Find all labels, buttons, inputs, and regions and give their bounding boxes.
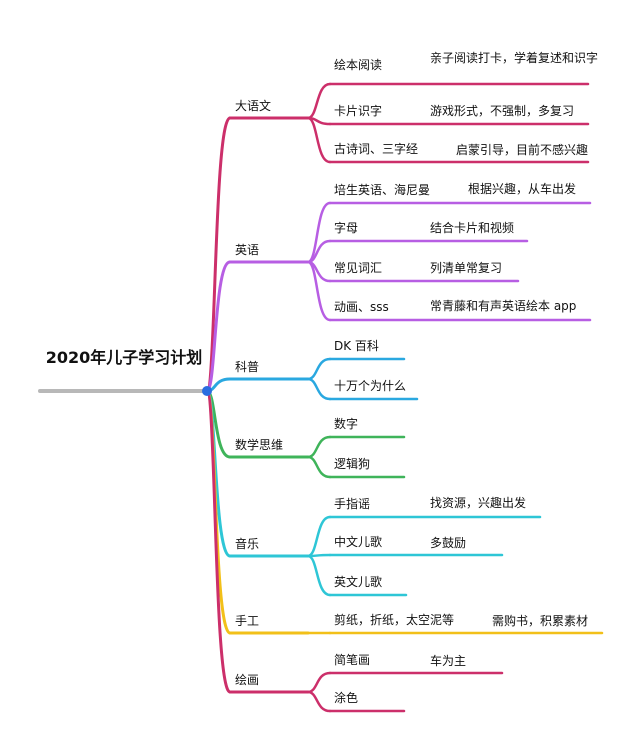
child-note-english-0: 根据兴趣，从车出发 [468, 182, 577, 196]
child-curve-math-1 [306, 455, 332, 479]
child-note-drawing-0: 车为主 [430, 654, 467, 668]
child-note-craft-0: 需购书，积累素材 [492, 614, 589, 628]
child-note-chinese-1: 游戏形式，不强制，多复习 [430, 104, 575, 118]
child-label-drawing-1: 涂色 [334, 691, 359, 705]
child-note-music-0: 找资源，兴趣出发 [430, 496, 527, 510]
branch-curve-chinese [205, 116, 232, 393]
child-curve-science-1 [306, 377, 332, 401]
branch-curve-english [205, 260, 232, 393]
child-curve-music-0 [306, 515, 332, 558]
branch-label-craft: 手工 [235, 614, 260, 628]
child-label-english-1: 字母 [334, 221, 359, 235]
child-curve-drawing-1 [306, 690, 332, 713]
child-label-drawing-0: 简笔画 [334, 653, 371, 667]
root-title: 2020年儿子学习计划 [45, 348, 203, 367]
hub-dot [202, 386, 212, 396]
child-note-english-3: 常青藤和有声英语绘本 app [430, 299, 577, 313]
branch-label-music: 音乐 [235, 537, 260, 551]
child-note-chinese-2: 启蒙引导，目前不感兴趣 [456, 143, 589, 157]
child-curve-drawing-0 [306, 671, 332, 694]
child-curve-music-2 [306, 554, 332, 597]
branch-curve-drawing [205, 389, 232, 694]
child-curve-english-0 [306, 201, 332, 264]
child-label-music-2: 英文儿歌 [334, 575, 383, 589]
child-curve-music-1 [306, 553, 332, 558]
branch-label-english: 英语 [235, 243, 260, 257]
child-label-science-0: DK 百科 [334, 339, 379, 353]
child-label-science-1: 十万个为什么 [334, 379, 407, 393]
child-curve-english-3 [306, 260, 332, 322]
child-label-craft-0: 剪纸，折纸，太空泥等 [334, 613, 455, 627]
child-label-math-0: 数字 [334, 417, 359, 431]
child-label-english-2: 常见词汇 [334, 261, 383, 275]
child-note-english-2: 列清单常复习 [430, 261, 503, 275]
child-label-music-1: 中文儿歌 [334, 535, 383, 549]
child-note-english-1: 结合卡片和视频 [430, 221, 515, 235]
child-label-english-3: 动画、sss [334, 300, 389, 314]
child-label-chinese-1: 卡片识字 [334, 104, 383, 118]
child-label-math-1: 逻辑狗 [334, 457, 371, 471]
child-note-music-1: 多鼓励 [430, 536, 467, 550]
branch-label-science: 科普 [235, 360, 260, 374]
child-label-chinese-0: 绘本阅读 [334, 58, 383, 72]
branch-label-math: 数学思维 [235, 438, 284, 452]
branch-label-chinese: 大语文 [235, 99, 272, 113]
child-label-music-0: 手指谣 [334, 497, 371, 511]
child-label-english-0: 培生英语、海尼曼 [334, 183, 431, 197]
branch-label-drawing: 绘画 [235, 673, 260, 687]
child-curve-chinese-2 [306, 116, 332, 164]
child-curve-math-0 [306, 435, 332, 459]
child-curve-science-0 [306, 357, 332, 381]
child-label-chinese-2: 古诗词、三字经 [334, 142, 419, 156]
child-note-chinese-0: 亲子阅读打卡，学着复述和识字 [430, 51, 599, 65]
child-curve-chinese-0 [306, 82, 332, 120]
